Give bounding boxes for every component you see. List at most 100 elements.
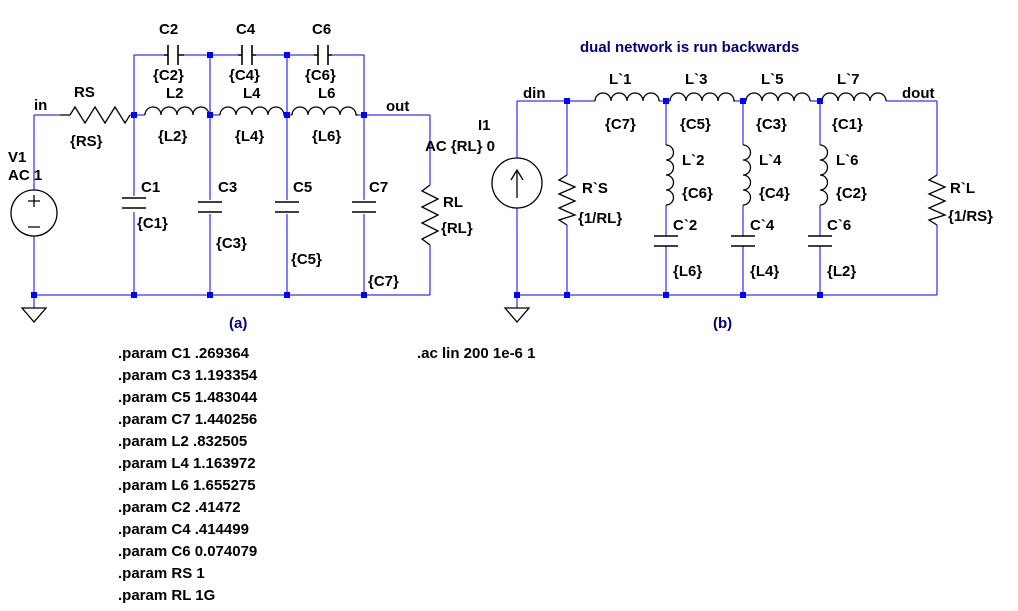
l2-dual-name: L`2 bbox=[682, 152, 705, 169]
param-line: .param C5 1.483044 bbox=[118, 389, 258, 406]
rl-dual-value: {1/RS} bbox=[948, 208, 993, 225]
inductor-l5-dual[interactable] bbox=[745, 92, 811, 102]
inductor-l2[interactable] bbox=[144, 106, 210, 116]
param-line: .param L2 .832505 bbox=[118, 433, 248, 450]
rs-dual-value: {1/RL} bbox=[578, 210, 622, 227]
l2-dual-value: {C6} bbox=[682, 185, 713, 202]
param-line: .param C1 .269364 bbox=[118, 345, 249, 362]
ground-symbol-b bbox=[503, 307, 531, 323]
resistor-rl-dual[interactable] bbox=[927, 174, 947, 226]
c4-dual-value: {L4} bbox=[750, 263, 779, 280]
param-line: .param C6 0.074079 bbox=[118, 543, 258, 560]
c2-value: {C2} bbox=[153, 67, 184, 84]
l2-name: L2 bbox=[166, 85, 184, 102]
rs-dual-name: R`S bbox=[582, 180, 608, 197]
capacitor-c5[interactable] bbox=[275, 201, 299, 213]
param-line: .param C7 1.440256 bbox=[118, 411, 258, 428]
inductor-l6-dual[interactable] bbox=[819, 144, 829, 206]
inductor-l2-dual[interactable] bbox=[665, 144, 675, 206]
v1-name: V1 bbox=[8, 149, 26, 166]
l4-dual-value: {C4} bbox=[759, 185, 790, 202]
capacitor-c4-dual[interactable] bbox=[731, 235, 755, 247]
param-directives: .param C1 .269364 .param C3 1.193354 .pa… bbox=[118, 343, 257, 607]
rs-name: RS bbox=[74, 84, 95, 101]
rl-dual-name: R`L bbox=[950, 180, 975, 197]
v1-value: AC 1 bbox=[8, 167, 42, 184]
circuit-b-wires bbox=[516, 100, 938, 308]
l1-dual-value: {C7} bbox=[605, 116, 636, 133]
capacitor-c1[interactable] bbox=[122, 197, 146, 209]
capacitor-c4[interactable] bbox=[238, 45, 256, 65]
inductor-l1-dual[interactable] bbox=[594, 92, 660, 102]
l2-value: {L2} bbox=[158, 128, 187, 145]
l4-dual-name: L`4 bbox=[759, 152, 782, 169]
l4-name: L4 bbox=[243, 85, 261, 102]
voltage-source-v1[interactable] bbox=[10, 189, 58, 237]
l5-dual-name: L`5 bbox=[761, 71, 784, 88]
capacitor-c2[interactable] bbox=[164, 45, 184, 65]
param-line: .param RS 1 bbox=[118, 565, 205, 582]
ground-symbol-a bbox=[20, 307, 48, 323]
rl-name: RL bbox=[443, 194, 463, 211]
part-label-b: (b) bbox=[713, 315, 732, 332]
c6-dual-value: {L2} bbox=[827, 263, 856, 280]
param-line: .param C2 .41472 bbox=[118, 499, 241, 516]
c3-value: {C3} bbox=[216, 235, 247, 252]
inductor-l7-dual[interactable] bbox=[821, 92, 887, 102]
l7-dual-value: {C1} bbox=[832, 116, 863, 133]
c3-name: C3 bbox=[218, 179, 237, 196]
l6-dual-name: L`6 bbox=[836, 152, 859, 169]
l6-dual-value: {C2} bbox=[836, 185, 867, 202]
current-source-i1[interactable] bbox=[491, 157, 543, 209]
i1-name: I1 bbox=[478, 117, 491, 134]
inductor-l4[interactable] bbox=[219, 106, 287, 116]
c6-dual-name: C`6 bbox=[827, 217, 851, 234]
capacitor-c6-dual[interactable] bbox=[808, 235, 832, 247]
c4-dual-name: C`4 bbox=[750, 217, 775, 234]
l3-dual-value: {C5} bbox=[680, 116, 711, 133]
param-line: .param C3 1.193354 bbox=[118, 367, 258, 384]
rl-value: {RL} bbox=[441, 220, 473, 237]
resistor-rs-dual[interactable] bbox=[557, 174, 577, 226]
junction-dots-a bbox=[31, 52, 367, 298]
param-line: .param L6 1.655275 bbox=[118, 477, 256, 494]
net-label-in: in bbox=[34, 97, 47, 114]
param-line: .param RL 1G bbox=[118, 587, 216, 604]
l3-dual-name: L`3 bbox=[685, 71, 708, 88]
circuit-a-wires bbox=[33, 54, 431, 308]
junction-dots-b bbox=[514, 98, 823, 298]
c1-name: C1 bbox=[141, 179, 160, 196]
c4-name: C4 bbox=[236, 21, 256, 38]
capacitor-c3[interactable] bbox=[198, 201, 222, 213]
part-label-a: (a) bbox=[229, 315, 247, 332]
i1-value: AC {RL} 0 bbox=[425, 138, 495, 155]
param-line: .param L4 1.163972 bbox=[118, 455, 256, 472]
circuit-a: in RS {RS} V1 AC 1 C2 {C2} C4 {C4} C6 {C… bbox=[8, 21, 473, 332]
c7-value: {C7} bbox=[368, 273, 399, 290]
dual-network-note: dual network is run backwards bbox=[580, 39, 799, 56]
c7-name: C7 bbox=[369, 179, 388, 196]
capacitor-c6[interactable] bbox=[314, 45, 332, 65]
l7-dual-name: L`7 bbox=[837, 71, 860, 88]
inductor-l4-dual[interactable] bbox=[742, 144, 752, 206]
c4-value: {C4} bbox=[229, 67, 260, 84]
rs-value: {RS} bbox=[70, 133, 103, 150]
c1-value: {C1} bbox=[137, 215, 168, 232]
resistor-rs[interactable] bbox=[60, 105, 131, 125]
l6-value: {L6} bbox=[312, 128, 341, 145]
ac-analysis-directive: .ac lin 200 1e-6 1 bbox=[417, 345, 536, 362]
c2-dual-value: {L6} bbox=[673, 263, 702, 280]
c2-dual-name: C`2 bbox=[673, 217, 697, 234]
capacitor-c7[interactable] bbox=[352, 201, 376, 213]
net-label-out: out bbox=[386, 98, 409, 115]
net-label-din: din bbox=[523, 85, 546, 102]
inductor-l3-dual[interactable] bbox=[669, 92, 735, 102]
capacitor-c2-dual[interactable] bbox=[654, 235, 678, 247]
c6-value: {C6} bbox=[305, 67, 336, 84]
resistor-rl[interactable] bbox=[420, 184, 440, 246]
c2-name: C2 bbox=[159, 21, 178, 38]
inductor-l6[interactable] bbox=[291, 106, 358, 116]
net-label-dout: dout bbox=[902, 85, 934, 102]
l5-dual-value: {C3} bbox=[756, 116, 787, 133]
